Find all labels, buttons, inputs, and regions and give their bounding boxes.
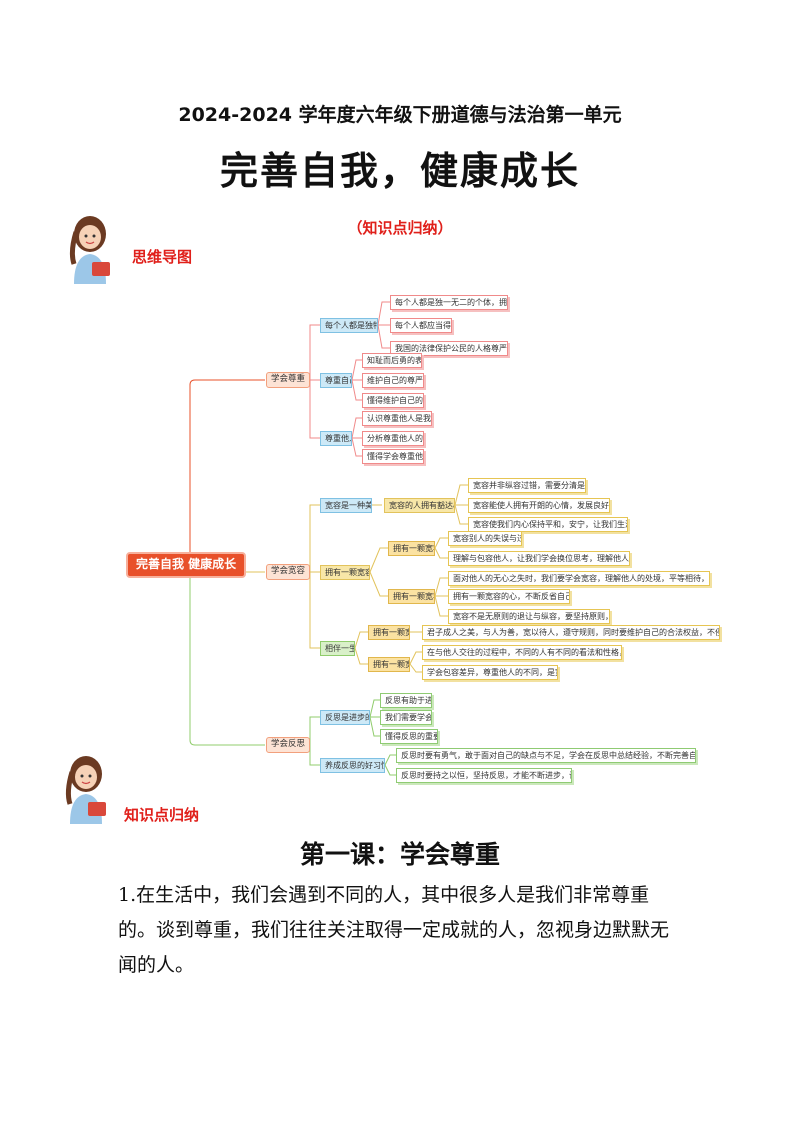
reflection-sub-habit: 养成反思的好习惯 <box>320 758 385 774</box>
leaf: 维护自己的尊严与利益 <box>362 373 424 389</box>
lesson-title: 第一课：学会尊重 <box>299 840 500 869</box>
leaf: 每个人都是独一无二的个体，拥有生命与人格尊严 <box>390 295 508 311</box>
mindmap-root: 完善自我 健康成长 <box>126 552 247 578</box>
leaf: 分析尊重他人的具体行为 <box>362 431 424 447</box>
leaf: 学会包容差异，尊重他人的不同，是宽容的体现 <box>422 665 558 681</box>
paragraph-line: 1.在生活中，我们会遇到不同的人，其中很多人是我们非常尊重 <box>118 884 650 906</box>
branch-respect: 学会尊重 <box>266 372 310 388</box>
leaf: 君子成人之美，与人为善，宽以待人，遵守规则，同时要维护自己的合法权益，不侵犯他人… <box>422 625 720 641</box>
branch-tolerance: 学会宽容 <box>266 564 310 580</box>
leaf: 我国的法律保护公民的人格尊严不受侵犯 <box>390 341 508 357</box>
respect-sub-unique: 每个人都是独特的尊重 <box>320 318 378 334</box>
tolerance-sub-virtue-mid: 宽容的人拥有豁达心胸 <box>384 498 455 514</box>
leaf: 反思时要有勇气，敢于面对自己的缺点与不足，学会在反思中总结经验，不断完善自己，养… <box>396 748 696 764</box>
tolerance-sub-heart: 拥有一颗宽容之心 <box>320 565 370 581</box>
leaf: 在与他人交往的过程中，不同的人有不同的看法和性格，这需要我们学会包容与谅解 <box>422 645 622 661</box>
summary-heading: 知识点归纳 <box>124 806 200 824</box>
reflection-sub-ladder: 反思是进步的阶梯 <box>320 710 370 726</box>
leaf: 反思有助于进步 <box>380 693 432 709</box>
leaf: 宽容能使人拥有开朗的心情，发展良好的人际关系 <box>468 498 610 514</box>
leaf: 宽容使我们内心保持平和，安宁，让我们生活得幸福愉快 <box>468 517 628 533</box>
section-tag: （知识点归纳） <box>347 219 453 237</box>
leaf: 反思时要持之以恒，坚持反思，才能不断进步，让自己变得更加优秀 <box>396 768 572 784</box>
teacher-avatar-icon <box>56 752 124 824</box>
tolerance-heart-mid1: 拥有一颗宽容之心 <box>388 541 435 557</box>
tolerance-sub-virtue: 宽容是一种美德 <box>320 498 372 514</box>
leaf: 面对他人的无心之失时，我们要学会宽容，理解他人的处境，平等相待，真诚待人，尊重他… <box>448 571 710 587</box>
document-title: 完善自我，健康成长 <box>219 149 580 193</box>
mindmap-heading: 思维导图 <box>132 248 193 266</box>
mind-map-connectors <box>189 301 468 776</box>
mind-map: 完善自我 健康成长 学会尊重 每个人都是独特的尊重 尊重自己 尊重他人 每个人都… <box>100 280 720 820</box>
respect-sub-others: 尊重他人 <box>320 431 352 447</box>
lifelong-mid2: 拥有一颗宽容之心 <box>368 657 410 673</box>
leaf: 宽容并非纵容过错，需要分清是非善恶与界限 <box>468 478 586 494</box>
lesson-paragraph: 1.在生活中，我们会遇到不同的人，其中很多人是我们非常尊重 的。谈到尊重，我们往… <box>118 878 678 983</box>
paragraph-line: 的。谈到尊重，我们往往关注取得一定成就的人，忽视身边默默无 <box>118 919 670 941</box>
branch-reflection: 学会反思 <box>266 737 310 753</box>
paragraph-line: 闻的人。 <box>118 954 195 976</box>
leaf: 懂得学会尊重他人的方法 <box>362 449 424 465</box>
leaf: 知耻而后勇的表现 <box>362 353 422 369</box>
respect-sub-self: 尊重自己 <box>320 373 352 389</box>
leaf: 每个人都应当得到尊重 <box>390 318 452 334</box>
lifelong-mid1: 拥有一颗宽容之心 <box>368 625 410 641</box>
leaf: 理解与包容他人，让我们学会换位思考，理解他人，建立和谐的人际关系 <box>448 551 630 567</box>
leaf: 我们需要学会反思 <box>380 710 432 726</box>
tolerance-heart-mid2: 拥有一颗宽容之心 <box>388 589 435 605</box>
leaf: 宽容别人的失误与过错 <box>448 531 522 547</box>
document-subtitle: 2024-2024 学年度六年级下册道德与法治第一单元 <box>178 104 622 126</box>
leaf: 懂得维护自己的正当权益 <box>362 393 424 409</box>
leaf: 拥有一颗宽容的心，不断反省自己，以平和的心态待人 <box>448 589 570 605</box>
leaf: 认识尊重他人是我们的必要性 <box>362 411 432 427</box>
tolerance-sub-lifelong: 相伴一生 <box>320 641 355 657</box>
leaf: 宽容不是无原则的退让与纵容，要坚持原则，明辨是非 <box>448 609 610 625</box>
teacher-avatar-icon <box>60 212 128 284</box>
leaf: 懂得反思的重要意义 <box>380 729 438 745</box>
